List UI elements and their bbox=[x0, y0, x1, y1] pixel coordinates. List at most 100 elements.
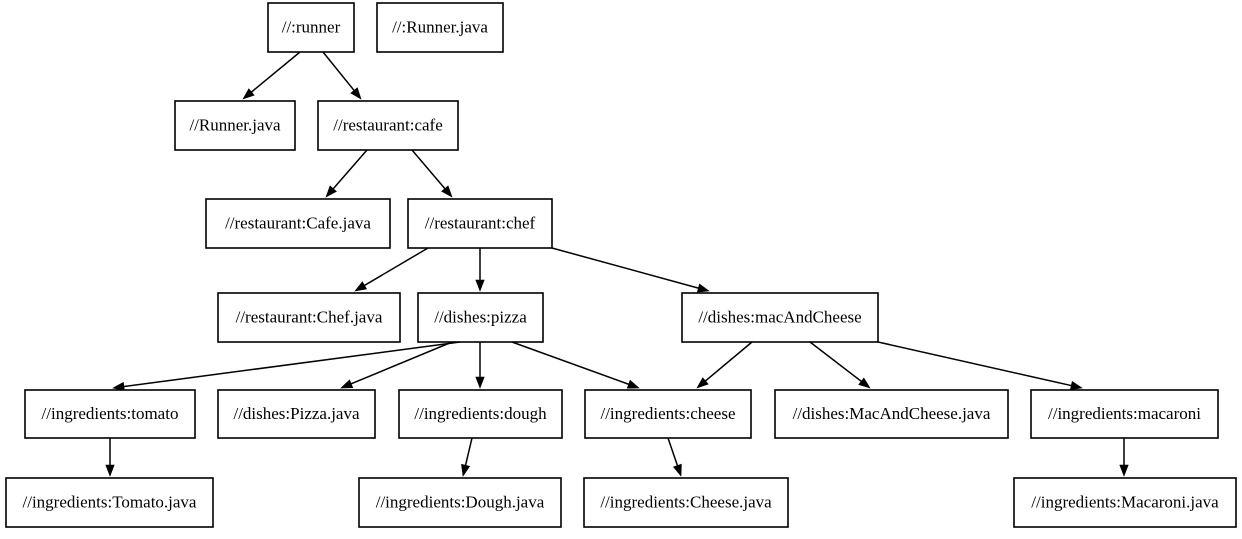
node-label: //ingredients:tomato bbox=[42, 404, 179, 423]
edge-line bbox=[464, 437, 473, 466]
node-box[interactable] bbox=[584, 389, 752, 439]
node-box[interactable] bbox=[583, 477, 789, 528]
edges-layer bbox=[105, 51, 1129, 477]
graph-node[interactable]: //ingredients:Tomato.java bbox=[5, 477, 214, 528]
node-label: //ingredients:macaroni bbox=[1048, 404, 1201, 423]
node-label: //dishes:pizza bbox=[434, 307, 527, 326]
graph-node[interactable]: //restaurant:cafe bbox=[317, 100, 459, 151]
edge-arrowhead-icon bbox=[696, 283, 710, 293]
edge-line bbox=[364, 247, 429, 287]
graph-edge bbox=[809, 341, 871, 389]
edge-arrowhead-icon bbox=[340, 379, 354, 389]
graph-node[interactable]: //dishes:Pizza.java bbox=[217, 389, 376, 439]
edge-arrowhead-icon bbox=[354, 281, 368, 292]
node-label: //dishes:macAndCheese bbox=[698, 307, 861, 326]
graph-edge bbox=[322, 51, 362, 100]
node-label: //restaurant:cafe bbox=[333, 115, 443, 134]
graph-edge bbox=[325, 149, 368, 198]
edge-arrowhead-icon bbox=[1069, 380, 1083, 391]
node-box[interactable] bbox=[317, 100, 459, 151]
graph-node[interactable]: //restaurant:chef bbox=[407, 198, 553, 249]
graph-node[interactable]: //dishes:pizza bbox=[417, 292, 544, 343]
node-label: //ingredients:Tomato.java bbox=[23, 492, 197, 511]
graph-node[interactable]: //Runner.java bbox=[174, 100, 296, 151]
edge-arrowhead-icon bbox=[350, 87, 362, 100]
graph-node[interactable]: //ingredients:dough bbox=[398, 389, 563, 439]
graph-edge bbox=[411, 149, 453, 198]
edge-line bbox=[350, 341, 453, 385]
graph-edge bbox=[112, 341, 461, 392]
edge-arrowhead-icon bbox=[325, 185, 337, 198]
edge-arrowhead-icon bbox=[626, 379, 640, 389]
node-box[interactable] bbox=[1030, 389, 1219, 439]
node-label: //dishes:Pizza.java bbox=[233, 404, 360, 423]
graph-edge bbox=[696, 341, 753, 389]
graph-node[interactable]: //:runner bbox=[267, 2, 355, 53]
edge-line bbox=[322, 51, 355, 91]
graph-node[interactable]: //ingredients:Macaroni.java bbox=[1013, 477, 1237, 528]
graph-node[interactable]: //ingredients:Cheese.java bbox=[583, 477, 789, 528]
graph-edge bbox=[461, 437, 473, 477]
node-label: //Runner.java bbox=[189, 115, 281, 134]
graph-edge bbox=[551, 247, 710, 293]
node-label: //restaurant:chef bbox=[425, 213, 536, 232]
graph-node[interactable]: //dishes:MacAndCheese.java bbox=[774, 389, 1009, 439]
edge-line bbox=[704, 341, 753, 382]
node-label: //ingredients:cheese bbox=[600, 404, 735, 423]
node-box[interactable] bbox=[174, 100, 296, 151]
node-box[interactable] bbox=[1013, 477, 1237, 528]
edge-arrowhead-icon bbox=[461, 463, 471, 477]
graph-node[interactable]: //restaurant:Cafe.java bbox=[205, 198, 391, 249]
node-label: //restaurant:Chef.java bbox=[236, 307, 383, 326]
node-box[interactable] bbox=[417, 292, 544, 343]
edge-arrowhead-icon bbox=[1119, 464, 1129, 477]
node-box[interactable] bbox=[267, 2, 355, 53]
edge-arrowhead-icon bbox=[858, 377, 871, 389]
node-box[interactable] bbox=[217, 389, 376, 439]
edge-line bbox=[809, 341, 862, 382]
edge-arrowhead-icon bbox=[696, 377, 709, 389]
edge-arrowhead-icon bbox=[441, 185, 453, 198]
graph-node[interactable]: //ingredients:cheese bbox=[584, 389, 752, 439]
graph-edge bbox=[667, 437, 682, 477]
graph-edge bbox=[340, 341, 453, 389]
graph-node[interactable]: //ingredients:macaroni bbox=[1030, 389, 1219, 439]
graph-edge bbox=[511, 341, 640, 389]
graph-node[interactable]: //dishes:macAndCheese bbox=[681, 292, 879, 343]
node-box[interactable] bbox=[398, 389, 563, 439]
node-box[interactable] bbox=[24, 389, 196, 439]
edge-line bbox=[877, 341, 1072, 387]
node-label: //:runner bbox=[282, 17, 341, 36]
graph-edge bbox=[877, 341, 1083, 391]
graph-node[interactable]: //restaurant:Chef.java bbox=[217, 292, 401, 343]
node-box[interactable] bbox=[358, 477, 562, 528]
node-box[interactable] bbox=[205, 198, 391, 249]
graph-edge bbox=[1119, 438, 1129, 477]
edge-line bbox=[251, 51, 301, 93]
node-box[interactable] bbox=[681, 292, 879, 343]
edge-arrowhead-icon bbox=[242, 88, 255, 100]
edge-arrowhead-icon bbox=[672, 463, 682, 477]
nodes-layer: //:runner //:Runner.java //Runner.java //re… bbox=[5, 2, 1237, 528]
node-box[interactable] bbox=[217, 292, 401, 343]
edge-line bbox=[551, 247, 699, 289]
node-label: //ingredients:Macaroni.java bbox=[1031, 492, 1219, 511]
graph-edge bbox=[475, 342, 485, 389]
edge-line bbox=[511, 341, 629, 385]
edge-arrowhead-icon bbox=[475, 376, 485, 389]
edge-arrowhead-icon bbox=[105, 464, 115, 477]
node-label: //dishes:MacAndCheese.java bbox=[793, 404, 991, 423]
graph-node[interactable]: //ingredients:Dough.java bbox=[358, 477, 562, 528]
graph-node[interactable]: //:Runner.java bbox=[376, 2, 504, 53]
edge-line bbox=[123, 341, 461, 388]
graph-node[interactable]: //ingredients:tomato bbox=[24, 389, 196, 439]
node-box[interactable] bbox=[376, 2, 504, 53]
edge-line bbox=[332, 149, 368, 190]
node-box[interactable] bbox=[5, 477, 214, 528]
edge-line bbox=[411, 149, 446, 190]
node-box[interactable] bbox=[407, 198, 553, 249]
graph-edge bbox=[475, 248, 485, 292]
node-box[interactable] bbox=[774, 389, 1009, 439]
